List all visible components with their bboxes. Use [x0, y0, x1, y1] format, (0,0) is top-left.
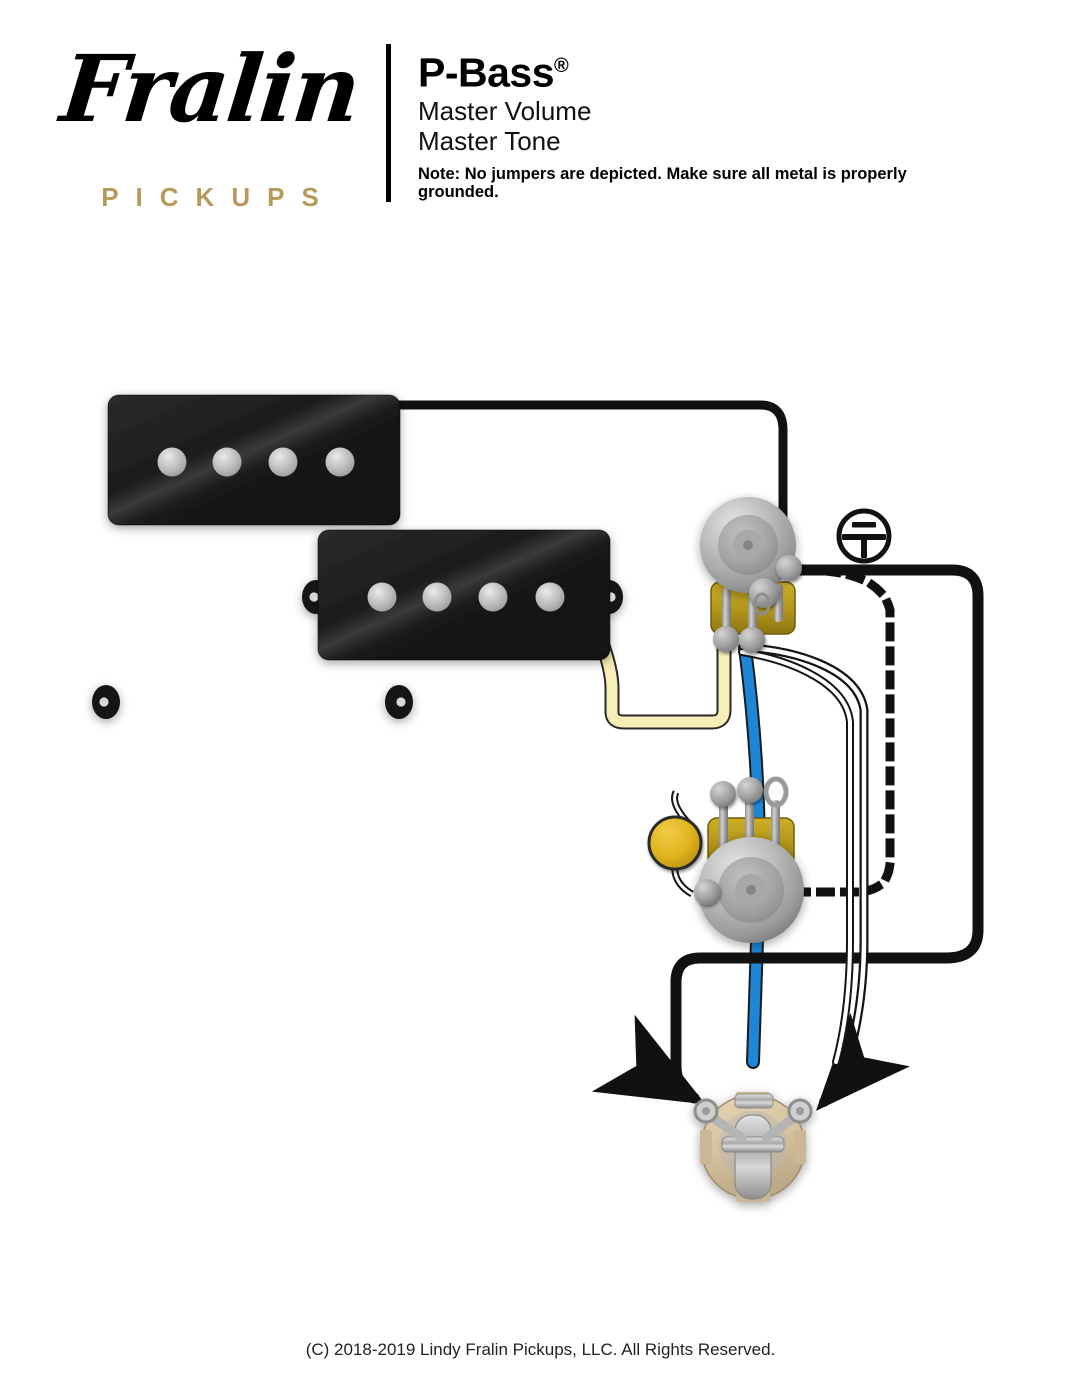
output-jack-sleeve-lug — [693, 1098, 747, 1143]
tone-capacitor — [647, 790, 703, 898]
copyright-text: (C) 2018-2019 Lindy Fralin Pickups, LLC.… — [305, 1340, 776, 1359]
pickup-lower — [302, 529, 623, 661]
page-footer: (C) 2018-2019 Lindy Fralin Pickups, LLC.… — [0, 1340, 1081, 1360]
pickup-upper — [92, 394, 413, 719]
pickup-lower-poles — [367, 582, 565, 612]
volume-pot-lug2-solder — [739, 627, 765, 653]
pickup-upper-poles — [157, 447, 355, 477]
volume-pot — [700, 497, 802, 653]
page-header: Fralin PICKUPS P-Bass® Master Volume Mas… — [0, 0, 1081, 240]
title-block: P-Bass® Master Volume Master Tone Note: … — [418, 44, 1038, 201]
ground-symbol-icon — [836, 508, 892, 564]
pickup-upper-body — [108, 395, 400, 525]
wire-pickup-upper-hot — [393, 400, 788, 565]
subtitle-master-volume: Master Volume — [418, 95, 592, 126]
brand-logo: Fralin PICKUPS — [40, 34, 380, 214]
page-title: P-Bass® — [418, 44, 1038, 96]
registered-trademark-icon: ® — [554, 55, 569, 77]
wire-ground-jumper — [798, 565, 895, 897]
wiring-diagram — [0, 240, 1081, 1330]
wire-volume-second-lead — [738, 648, 854, 1066]
tone-pot-back-solder — [694, 879, 720, 905]
pickup-lower-body — [318, 530, 610, 660]
output-jack-tip-contact — [734, 1114, 772, 1200]
header-divider — [386, 44, 391, 202]
subtitle-master-tone: Master Tone — [418, 125, 561, 156]
wire-ground-to-jack-sleeve — [591, 564, 984, 1105]
wire-volume-to-jack-tip — [747, 643, 910, 1111]
brand-logo-script: Fralin — [56, 35, 364, 143]
page-title-text: P-Bass — [418, 49, 555, 96]
volume-pot-back-solder-a — [776, 555, 802, 581]
tone-pot-lug2-solder — [737, 777, 763, 803]
grounding-note: Note: No jumpers are depicted. Make sure… — [418, 164, 907, 201]
wire-pickup-lower-hot — [593, 632, 732, 730]
output-jack-tip-lug — [761, 1098, 813, 1143]
volume-pot-lug1-solder — [713, 626, 739, 652]
output-jack — [693, 1092, 813, 1202]
tone-pot — [694, 776, 804, 943]
brand-logo-subtitle: PICKUPS — [101, 182, 336, 212]
tone-pot-lug1-solder — [710, 781, 736, 807]
tone-capacitor-body — [647, 815, 703, 871]
tone-pot-lug3-eye — [763, 776, 789, 808]
